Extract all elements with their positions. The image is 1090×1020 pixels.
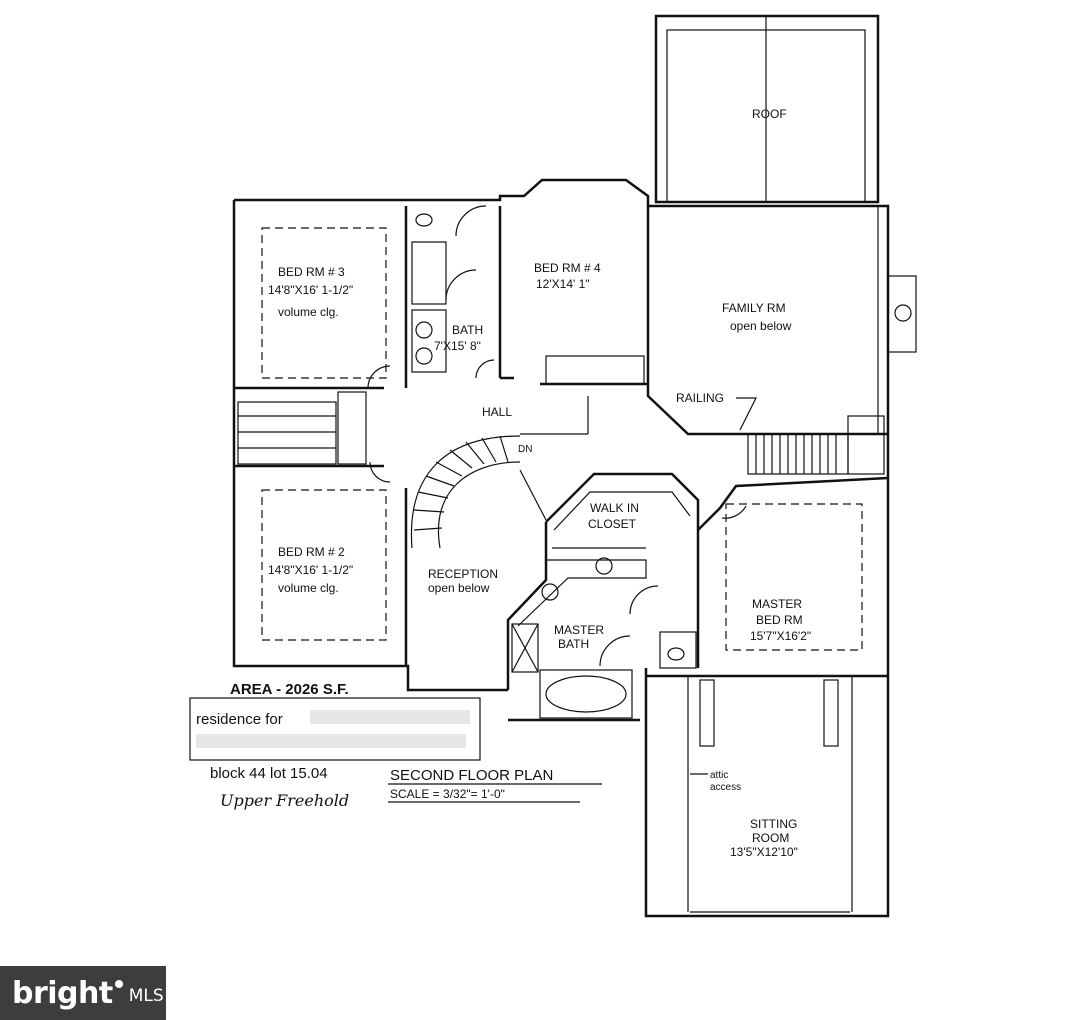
dn-label: DN xyxy=(518,444,532,455)
hall-label: HALL xyxy=(482,405,512,419)
scale-label: SCALE = 3/32"= 1'-0" xyxy=(390,787,505,801)
hall-area xyxy=(367,359,589,483)
reception-note: open below xyxy=(428,581,490,595)
bed2-name: BED RM # 2 xyxy=(278,545,345,559)
bath-dim: 7'X15' 8" xyxy=(434,339,481,353)
master-bed-dim: 15'7"X16'2" xyxy=(750,629,811,643)
bed4-dim: 12'X14' 1" xyxy=(536,277,590,291)
sitting-room xyxy=(646,674,888,913)
badge-suffix: MLS xyxy=(128,986,164,1006)
bed-room-3 xyxy=(234,206,408,390)
sitting-dim: 13'5"X12'10" xyxy=(730,845,798,859)
family-name: FAMILY RM xyxy=(722,301,786,315)
family-note: open below xyxy=(730,319,792,333)
bed-room-2 xyxy=(234,464,408,666)
spiral-stair xyxy=(410,435,521,549)
walkin-line2: CLOSET xyxy=(588,517,637,531)
master-bath xyxy=(508,557,697,722)
left-closet-stair xyxy=(237,391,367,465)
roof-area xyxy=(654,14,880,204)
bath-name: BATH xyxy=(452,323,483,337)
badge-dot-icon xyxy=(114,980,123,988)
sitting-line1: SITTING xyxy=(750,817,797,831)
reception-area xyxy=(506,469,548,690)
walkin-line1: WALK IN xyxy=(590,501,639,515)
walk-in-closet xyxy=(545,472,700,549)
roof-label: ROOF xyxy=(752,107,787,121)
bath-room xyxy=(411,205,502,378)
attic-line2: access xyxy=(710,782,741,793)
redacted-owner xyxy=(310,710,470,724)
residence-label: residence for xyxy=(196,711,283,728)
bed4-name: BED RM # 4 xyxy=(534,261,601,275)
master-bed-line2: BED RM xyxy=(756,613,803,627)
master-bath-line1: MASTER xyxy=(554,623,604,637)
bright-mls-badge: bright MLS xyxy=(0,966,166,1020)
plan-title: SECOND FLOOR PLAN xyxy=(390,767,553,784)
bed2-dim: 14'8"X16' 1-1/2" xyxy=(268,563,353,577)
bed3-dim: 14'8"X16' 1-1/2" xyxy=(268,283,353,297)
attic-line1: attic xyxy=(710,770,728,781)
area-label: AREA - 2026 S.F. xyxy=(230,681,349,698)
bed2-note: volume clg. xyxy=(278,581,339,595)
bed3-name: BED RM # 3 xyxy=(278,265,345,279)
block-lot-label: block 44 lot 15.04 xyxy=(210,765,328,782)
sitting-line2: ROOM xyxy=(752,831,789,845)
railing-arrow xyxy=(736,397,757,431)
master-bath-line2: BATH xyxy=(558,637,589,651)
straight-stair xyxy=(747,415,885,475)
residence-box xyxy=(189,697,481,761)
reception-name: RECEPTION xyxy=(428,567,498,581)
master-bedroom xyxy=(696,476,889,668)
outer-walls xyxy=(232,178,917,918)
badge-word: bright xyxy=(12,975,113,1011)
master-bed-line1: MASTER xyxy=(752,597,802,611)
redacted-address xyxy=(196,734,466,748)
railing-label: RAILING xyxy=(676,391,724,405)
location-label: Upper Freehold xyxy=(220,791,349,810)
bed-room-4 xyxy=(500,355,648,386)
bed3-note: volume clg. xyxy=(278,305,339,319)
